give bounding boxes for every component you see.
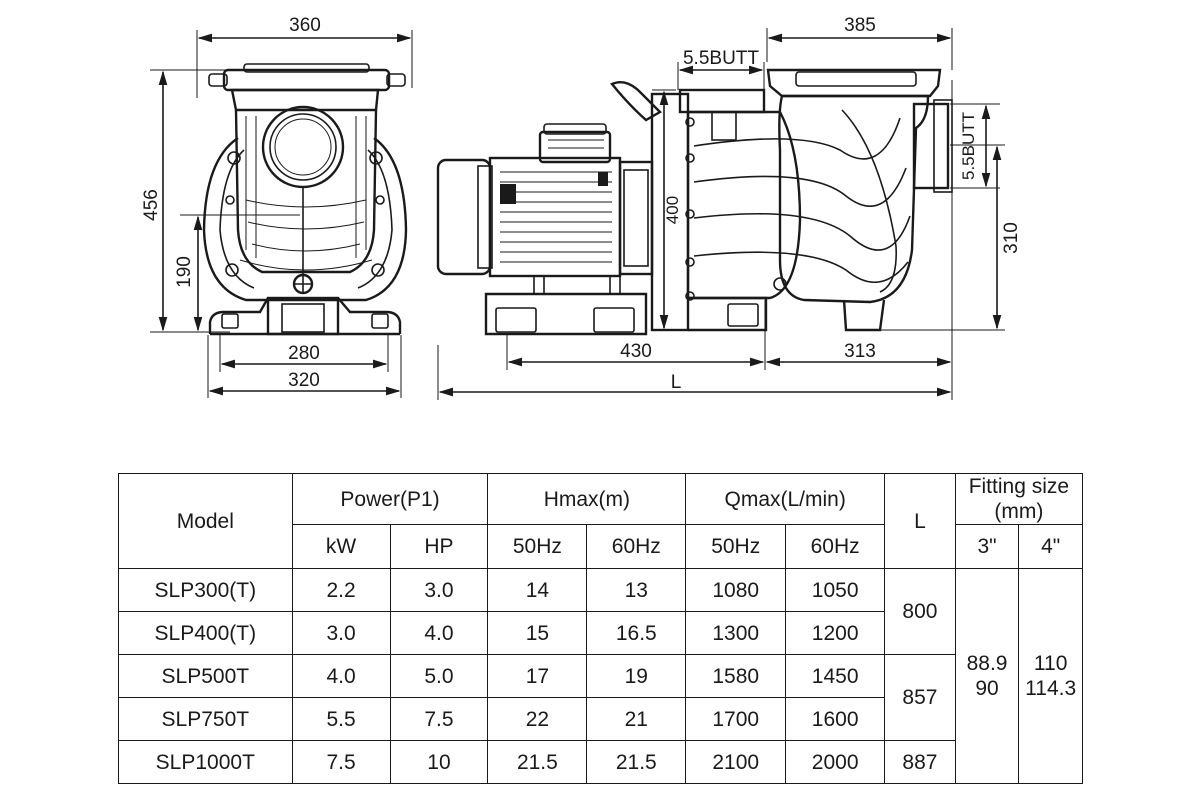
dim-base-outer: 320: [288, 370, 320, 391]
table-row: SLP500T 4.0 5.0 17 19 1580 1450 857: [118, 654, 1083, 742]
cell-qmax-50: 1300: [685, 611, 787, 656]
cell-hmax-60: 21: [586, 697, 687, 742]
cell-l: 857: [884, 654, 956, 742]
dim-length-right: 385: [844, 15, 876, 36]
cell-hp: 10: [389, 740, 489, 785]
dim-flange-height: 400: [663, 196, 682, 224]
header-kw: kW: [291, 524, 391, 570]
header-fitting: Fitting size (mm): [954, 472, 1084, 526]
cell-hmax-60: 16.5: [586, 611, 687, 656]
cell-qmax-50: 1080: [685, 568, 787, 613]
cell-qmax-50: 2100: [685, 740, 787, 785]
cell-l: 887: [884, 740, 956, 785]
cell-model: SLP300(T): [118, 568, 293, 613]
cell-hmax-50: 14: [487, 568, 588, 613]
dim-base-length: 430: [620, 341, 652, 362]
cell-hmax-50: 21.5: [487, 740, 588, 785]
header-l: L: [884, 472, 956, 570]
dim-pump-length: 313: [844, 341, 876, 362]
cell-hp: 5.0: [389, 654, 489, 699]
cell-hmax-60: 21.5: [586, 740, 687, 785]
table-row: SLP1000T 7.5 10 21.5 21.5 2100 2000 887: [118, 740, 1083, 785]
cell-kw: 3.0: [291, 611, 391, 656]
cell-qmax-60: 1600: [785, 697, 886, 742]
cell-qmax-60: 1450: [785, 654, 886, 699]
cell-qmax-50: 1700: [685, 697, 787, 742]
cell-hmax-50: 15: [487, 611, 588, 656]
cell-model: SLP400(T): [118, 611, 293, 656]
cell-qmax-60: 1050: [785, 568, 886, 613]
cell-qmax-60: 1200: [785, 611, 886, 656]
header-hmax: Hmax(m): [487, 472, 687, 526]
dim-height-inlet: 190: [174, 256, 195, 288]
dim-height-total: 456: [141, 189, 162, 221]
cell-kw: 7.5: [291, 740, 391, 785]
cell-kw: 2.2: [291, 568, 391, 613]
cell-hp: 7.5: [389, 697, 489, 742]
dim-base-inner: 280: [288, 343, 320, 364]
header-model: Model: [118, 472, 293, 570]
header-hp: HP: [389, 524, 489, 570]
pump-technical-drawing: 360 456 190 280 320: [141, 15, 1022, 400]
cell-hmax-60: 19: [586, 654, 687, 699]
cell-fitting-3in: 88.9 90: [954, 568, 1020, 785]
cell-hmax-50: 17: [487, 654, 588, 699]
cell-hp: 4.0: [389, 611, 489, 656]
spec-table: Model Power(P1) Hmax(m) Qmax(L/min) L Fi…: [118, 472, 1084, 785]
dim-outlet-label: 5.5BUTT: [683, 48, 759, 69]
side-view: 385 5.5BUTT 5.5BUTT 400 310 430 313 L: [436, 15, 1022, 400]
dim-total-length: L: [671, 372, 682, 393]
header-qmax-50hz: 50Hz: [685, 524, 787, 570]
cell-qmax-50: 1580: [685, 654, 787, 699]
fitting-3in-value-1: 88.9: [966, 652, 1008, 676]
header-hmax-50hz: 50Hz: [487, 524, 588, 570]
header-power: Power(P1): [291, 472, 489, 526]
dim-inlet-height: 310: [1001, 222, 1022, 254]
header-hmax-60hz: 60Hz: [586, 524, 687, 570]
cell-model: SLP750T: [118, 697, 293, 742]
cell-hmax-60: 13: [586, 568, 687, 613]
header-qmax-60hz: 60Hz: [785, 524, 886, 570]
header-qmax: Qmax(L/min): [685, 472, 886, 526]
fitting-4in-value-1: 110: [1033, 652, 1068, 676]
cell-model: SLP1000T: [118, 740, 293, 785]
cell-qmax-60: 2000: [785, 740, 886, 785]
table-row: SLP400(T) 3.0 4.0 15 16.5 1300 1200: [118, 611, 1083, 656]
table-row: SLP750T 5.5 7.5 22 21 1700 1600: [118, 697, 1083, 742]
fitting-3in-value-2: 90: [975, 677, 999, 701]
header-fitting-3in: 3": [954, 524, 1020, 570]
table-row: SLP300(T) 2.2 3.0 14 13 1080 1050 800 88…: [118, 568, 1083, 785]
cell-hp: 3.0: [389, 568, 489, 613]
cell-model: SLP500T: [118, 654, 293, 699]
cell-kw: 5.5: [291, 697, 391, 742]
cell-fitting-4in: 110 114.3: [1018, 568, 1083, 785]
dim-inlet-label: 5.5BUTT: [959, 112, 978, 180]
fitting-4in-value-2: 114.3: [1025, 677, 1077, 701]
cell-kw: 4.0: [291, 654, 391, 699]
front-view: 360 456 190 280 320: [141, 15, 413, 398]
dim-width-top: 360: [289, 15, 321, 36]
header-fitting-4in: 4": [1018, 524, 1083, 570]
cell-hmax-50: 22: [487, 697, 588, 742]
cell-l: 800: [884, 568, 956, 656]
